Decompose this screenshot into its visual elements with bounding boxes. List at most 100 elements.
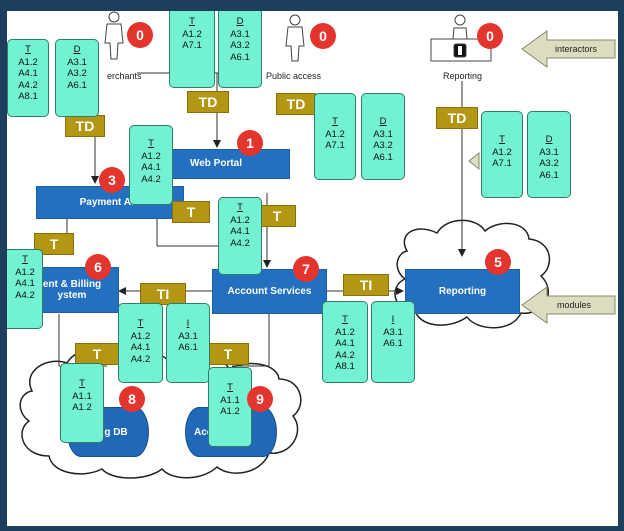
card-item-top-d: D — [236, 16, 244, 27]
card-item-db1-t: A1.1 — [72, 390, 92, 402]
card-item-ti-left-i: I — [186, 318, 190, 329]
card-item-ti-right-i: A6.1 — [383, 338, 403, 349]
card-item-ti-right-t: T — [342, 314, 348, 325]
billing-db-label: g DB — [104, 426, 128, 438]
card-item-ti-right-t: A1.2 — [335, 326, 355, 338]
arrow-reporting-stub — [468, 151, 480, 171]
tag-t-account: T — [258, 205, 296, 227]
card-item-acct-t: A4.2 — [230, 237, 250, 249]
interactors-legend-label: interactors — [555, 44, 598, 54]
diagram-canvas: erchants Public access Reporting interac… — [7, 11, 618, 526]
card-item-billing-t: A4.1 — [15, 278, 35, 289]
card-item-api-t: T — [148, 138, 154, 149]
card-item-merchant-d: A3.2 — [67, 68, 87, 79]
card-item-top-t: A1.2 — [182, 28, 202, 40]
card-item-ti-left-t: A4.2 — [130, 353, 151, 365]
card-item-ti-right-i: A3.1 — [383, 326, 403, 338]
billing-system-label-line1: ent & Billing — [42, 278, 102, 290]
card-item-ti-right-i: I — [391, 314, 395, 325]
card-item-ti-right-t: A4.2 — [335, 349, 355, 361]
reporting-module-box: Reporting — [405, 269, 520, 314]
card-item-merchant-t: A1.2 — [18, 56, 38, 68]
card-item-billing-t: A4.2 — [15, 289, 35, 301]
card-item-report-d: A3.2 — [539, 158, 559, 169]
card-item-billing-t: T — [22, 254, 28, 265]
card-item-merchant-d: A3.1 — [67, 56, 87, 68]
card-item-report-t: A7.1 — [492, 158, 512, 169]
card-item-acct-t: T — [237, 202, 243, 213]
card-item-merchant-t: T — [25, 44, 31, 55]
card-item-report-t: A1.2 — [492, 146, 512, 158]
tag-td-merchants: TD — [65, 115, 105, 137]
badge-account-services: 7 — [293, 256, 319, 282]
card-item-report-d: D — [545, 134, 553, 145]
card-item-public-d: A3.1 — [373, 128, 393, 140]
merchants-person-icon — [104, 11, 124, 60]
card-item-db2-t: A1.2 — [220, 406, 240, 417]
card-item-db1-t: T — [79, 378, 85, 389]
card-item-db2-t: A1.1 — [220, 394, 240, 406]
tag-ti-left: TI — [140, 283, 186, 305]
card-item-public-d: D — [379, 116, 387, 127]
badge-reporting-user: 0 — [477, 23, 503, 49]
tag-td-public: TD — [276, 93, 316, 115]
payment-api-label: Payment API — [79, 196, 141, 208]
card-item-report-d: A3.1 — [539, 146, 559, 158]
card-item-public-d: A6.1 — [373, 151, 393, 163]
modules-legend-label: modules — [557, 300, 592, 310]
badge-billing-db: 8 — [119, 386, 145, 412]
badge-reporting-module: 5 — [485, 249, 511, 275]
web-portal-label: Web Portal — [189, 158, 243, 170]
card-item-report-d: A6.1 — [539, 169, 559, 181]
tag-td-top: TD — [187, 91, 229, 113]
tag-td-reporting: TD — [436, 107, 478, 129]
account-services-label: Account Services — [227, 285, 312, 297]
card-item-top-d: A6.1 — [230, 51, 250, 63]
card-item-top-t: T — [189, 16, 195, 27]
card-item-ti-right-t: A8.1 — [335, 361, 355, 372]
card-item-ti-left-t: A1.2 — [130, 330, 151, 342]
badge-public-access: 0 — [310, 23, 336, 49]
card-item-ti-left-i: A3.1 — [178, 330, 198, 342]
badge-merchants: 0 — [127, 22, 153, 48]
tag-t-db1: T — [75, 343, 119, 365]
reporting-user-icon — [430, 14, 492, 62]
card-item-ti-right-t: A4.1 — [335, 338, 355, 349]
card-item-ti-left-t: A4.1 — [130, 342, 151, 353]
card-item-merchant-d: A6.1 — [67, 79, 87, 91]
card-item-api-t: A1.2 — [141, 150, 161, 162]
account-db-label: Acc — [194, 426, 213, 438]
card-item-merchant-t: A4.1 — [18, 68, 38, 79]
card-item-merchant-t: A4.2 — [18, 79, 38, 91]
tag-t-billing: T — [34, 233, 74, 255]
billing-system-label-line2: ystem — [57, 290, 87, 301]
public-access-label: Public access — [266, 71, 322, 81]
card-item-ti-left-i: A6.1 — [178, 342, 198, 353]
card-item-public-d: A3.2 — [373, 140, 393, 151]
card-item-top-t: A7.1 — [182, 40, 202, 51]
tag-ti-right: TI — [343, 274, 389, 296]
reporting-module-label: Reporting — [438, 285, 487, 297]
arrow-modules — [521, 286, 616, 324]
card-item-db1-t: A1.2 — [72, 402, 92, 413]
reporting-user-label: Reporting — [443, 71, 483, 81]
card-item-api-t: A4.1 — [141, 162, 161, 173]
tag-t-db2: T — [207, 343, 249, 365]
card-item-db2-t: T — [227, 382, 233, 393]
tag-t-api: T — [172, 201, 210, 223]
arrow-interactors — [521, 30, 616, 68]
card-item-merchant-t: A8.1 — [18, 91, 38, 102]
